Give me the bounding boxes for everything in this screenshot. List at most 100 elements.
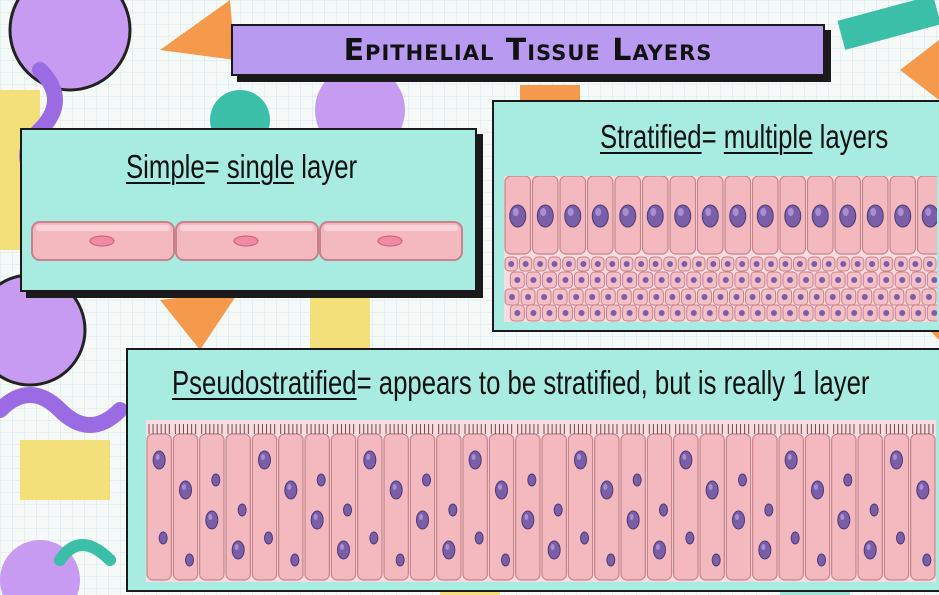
basal-cell: [894, 256, 908, 272]
basal-cell: [605, 256, 619, 272]
basal-cell: [807, 256, 822, 272]
basal-cell: [638, 304, 654, 322]
basal-cell: [718, 271, 734, 289]
basal-cell: [750, 304, 766, 322]
basal-cell: [862, 304, 878, 322]
basal-cell: [525, 304, 541, 322]
title-banner: Epithelial Tissue Layers: [231, 24, 825, 76]
stratified-term: Stratified: [600, 118, 702, 155]
columnar-cell: [889, 176, 917, 255]
basal-cell: [622, 271, 638, 289]
basal-cell: [552, 288, 568, 306]
basal-cell: [591, 256, 605, 272]
basal-cell: [600, 288, 616, 306]
basal-cell: [541, 271, 557, 289]
basal-cell: [622, 304, 638, 322]
columnar-cell: [861, 176, 889, 255]
simple-rest: layer: [294, 148, 358, 185]
basal-cell: [557, 304, 573, 322]
pseudostratified-cell: [251, 424, 278, 581]
basal-cell: [793, 288, 809, 306]
simple-term: Simple: [126, 148, 205, 185]
basal-cell: [536, 288, 552, 306]
basal-cell: [557, 271, 573, 289]
basal-cell: [721, 256, 735, 272]
columnar-cell: [806, 176, 834, 255]
basal-cell: [670, 304, 686, 322]
basal-cell: [926, 304, 937, 322]
basal-cell: [619, 256, 634, 272]
columnar-cell: [504, 176, 532, 255]
columnar-cell: [751, 176, 779, 255]
basal-cell: [702, 271, 718, 289]
basal-cell: [634, 256, 648, 272]
pseudostratified-cell: [304, 424, 330, 581]
pseudostratified-cell: [357, 424, 383, 581]
basal-cell: [809, 288, 825, 306]
pseudostratified-cell: [330, 424, 357, 581]
basal-cell: [766, 304, 782, 322]
basal-cell: [547, 256, 562, 272]
basal-cell: [702, 304, 718, 322]
basal-cell: [830, 271, 846, 289]
pseudostratified-cell: [910, 424, 936, 581]
basal-cell: [879, 256, 894, 272]
pseudostratified-cell: [515, 424, 541, 581]
pseudostratified-cell: [778, 424, 804, 581]
columnar-cell: [614, 176, 642, 255]
basal-cell: [670, 271, 686, 289]
basal-cell: [910, 271, 926, 289]
simple-cells-illustration: [31, 221, 463, 261]
simple-panel: [20, 128, 477, 292]
basal-cell: [590, 271, 606, 289]
basal-cell: [606, 304, 622, 322]
basal-cell: [750, 271, 766, 289]
basal-cell: [606, 271, 622, 289]
basal-cell: [923, 256, 937, 272]
basal-cell: [509, 304, 525, 322]
pseudostratified-cell: [146, 424, 172, 581]
pseudostratified-cell: [594, 424, 620, 581]
basal-cell: [782, 271, 798, 289]
basal-cell: [632, 288, 648, 306]
basal-cell: [761, 288, 777, 306]
pseudostratified-cell: [883, 424, 910, 581]
basal-cell: [648, 288, 664, 306]
basal-cell: [814, 271, 830, 289]
pseudostratified-cell: [199, 424, 225, 581]
columnar-cell: [696, 176, 724, 255]
basal-cell: [764, 256, 778, 272]
pseudostratified-cell: [278, 424, 304, 581]
pseudostratified-cell: [699, 424, 725, 581]
stratified-rest: layers: [812, 118, 889, 155]
basal-cell: [889, 288, 905, 306]
basal-cell: [718, 304, 734, 322]
pseudostratified-cells-illustration: [146, 420, 936, 582]
pseudostratified-cell: [409, 424, 436, 581]
simple-caption: Simple= single layer: [126, 148, 357, 186]
pseudostratified-cell: [541, 424, 567, 581]
basal-cell: [686, 304, 702, 322]
simple-cell: [31, 221, 175, 261]
pseudostratified-cell: [567, 424, 594, 581]
columnar-cell: [916, 176, 937, 255]
pseudostratified-term: Pseudostratified: [172, 364, 357, 401]
pseudostratified-cell: [225, 424, 251, 581]
pseudostratified-cell: [804, 424, 831, 581]
basal-cell: [734, 271, 750, 289]
basal-cell: [541, 304, 557, 322]
columnar-cell: [669, 176, 697, 255]
stratified-caption: Stratified= multiple layers: [600, 118, 888, 156]
basal-cell: [836, 256, 850, 272]
basal-cell: [766, 271, 782, 289]
pseudostratified-cell: [725, 424, 752, 581]
basal-cell: [894, 271, 910, 289]
basal-cell: [878, 271, 894, 289]
simple-eq: =: [204, 148, 227, 185]
columnar-cell: [779, 176, 807, 255]
pseudostratified-cell: [673, 424, 699, 581]
basal-cell: [712, 288, 729, 306]
basal-cell: [814, 304, 830, 322]
simple-cell: [175, 221, 319, 261]
basal-cell: [894, 304, 910, 322]
